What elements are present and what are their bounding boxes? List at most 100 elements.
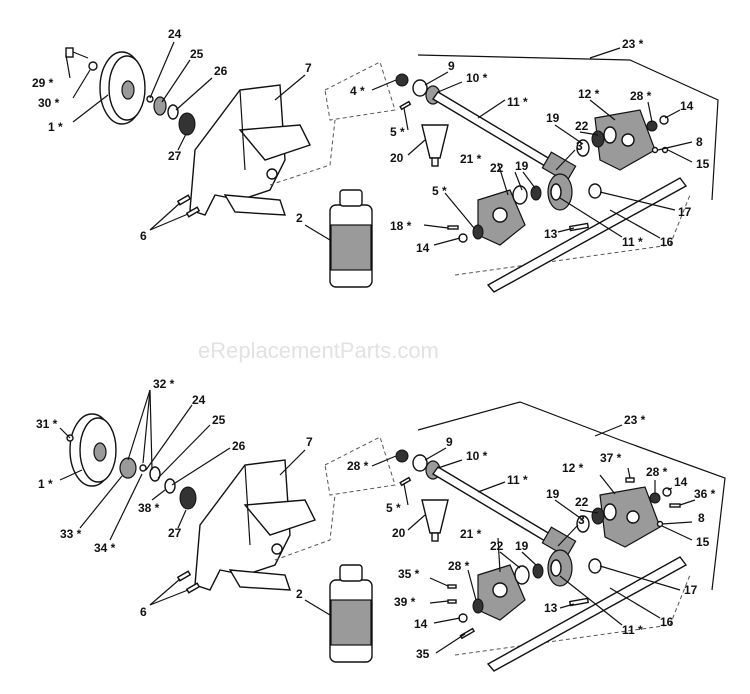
key-part [139,464,147,472]
key-part [399,476,412,487]
washer-part [395,73,409,87]
callout-label: 10 * [466,71,488,85]
callout-label: 9 [448,59,455,73]
dashed-guide [274,494,336,561]
callout-label: 10 * [466,449,488,463]
callout-label: 6 [140,605,147,619]
callout-label: 2 [296,587,303,601]
washer-part [458,613,468,623]
callout-label: 14 [680,99,694,113]
gearcase-half-part [599,486,661,548]
callout-label: 30 * [38,96,60,110]
top-callout-labels: 29 * 30 * 1 * 24 25 26 27 7 6 2 4 * 9 10… [32,27,710,255]
worm-gear-part [547,173,573,211]
callout-label: 15 [696,535,710,549]
callout-label: 2 [296,211,303,225]
assembly-bracket [417,54,719,201]
callout-label: 24 [192,393,206,407]
callout-label: 15 [696,157,710,171]
pulley-part [69,413,117,487]
callout-label: 27 [168,149,182,163]
callout-label: 19 [546,111,560,125]
callout-label: 19 [515,539,529,553]
bolt-part [447,599,457,604]
washer-part [412,79,428,97]
callout-label: 35 [416,647,430,661]
worm-shaft-part [431,91,577,183]
callout-label: 26 [214,64,228,78]
worm-shaft-part [431,466,577,558]
callout-label: 6 [140,229,147,243]
callout-label: 5 * [390,125,405,139]
gearcase-half-part [594,109,656,171]
callout-label: 35 * [398,567,420,581]
callout-label: 12 * [562,461,584,475]
key-part [568,222,590,232]
callout-label: 19 [515,159,529,173]
washer-part [530,185,542,201]
callout-label: 20 [390,151,404,165]
bolt-part [459,627,476,640]
bolt-part [65,47,89,59]
callout-label: 39 * [394,595,416,609]
callout-label: 22 [575,495,589,509]
callout-label: 28 * [630,89,652,103]
spacer-part [149,466,161,482]
washer-part [576,515,590,533]
callout-label: 11 * [507,95,528,109]
callout-label: 13 [544,601,558,615]
bearing-part [514,565,530,585]
callout-label: 17 [678,205,692,219]
callout-label: 3 [576,139,583,153]
callout-label: 5 * [432,184,447,198]
bolt-part [176,194,192,206]
callout-label: 14 [416,241,430,255]
top-assembly [65,47,719,293]
washer-part [646,120,658,132]
washer-part [603,126,617,144]
callout-label: 3 [578,513,585,527]
callout-label: 7 [305,61,312,75]
callout-label: 22 [490,539,504,553]
bolt-part [447,584,457,589]
callout-label: 8 [698,511,705,525]
callout-label: 11 * [622,623,643,637]
callout-label: 36 * [694,487,716,501]
callout-label: 25 [212,413,226,427]
washer-part [458,233,468,243]
bearing-part [591,507,605,525]
bottom-callout-lines [59,389,696,654]
callout-label: 23 * [622,37,644,51]
callout-label: 26 [232,439,246,453]
grease-tube-part [421,499,449,542]
bearing-part [512,185,528,205]
washer-part [576,139,590,157]
bearing-part [179,486,197,510]
callout-label: 31 * [36,417,58,431]
callout-label: 28 * [347,459,369,473]
callout-label: 16 [660,615,674,629]
lubricant-bottle-part [329,564,373,663]
callout-label: 16 [660,235,674,249]
callout-label: 20 [392,526,406,540]
callout-label: 1 * [48,120,63,134]
callout-label: 14 [414,617,428,631]
callout-label: 37 * [600,451,622,465]
callout-label: 12 * [578,87,600,101]
callout-label: 28 * [646,465,668,479]
washer-part [532,563,544,579]
key-part [568,597,590,607]
callout-label: 28 * [448,559,470,573]
callout-label: 7 [306,435,313,449]
washer-part [603,503,617,521]
bolt-part [185,206,201,218]
callout-label: 5 * [386,501,401,515]
bolt-part [447,225,459,230]
washer-part [395,449,409,463]
callout-label: 9 [446,435,453,449]
washer-part [472,598,484,614]
callout-label: 11 * [622,235,643,249]
pin-part [656,520,664,528]
dashed-guide [324,436,396,496]
callout-label: 27 [168,526,182,540]
